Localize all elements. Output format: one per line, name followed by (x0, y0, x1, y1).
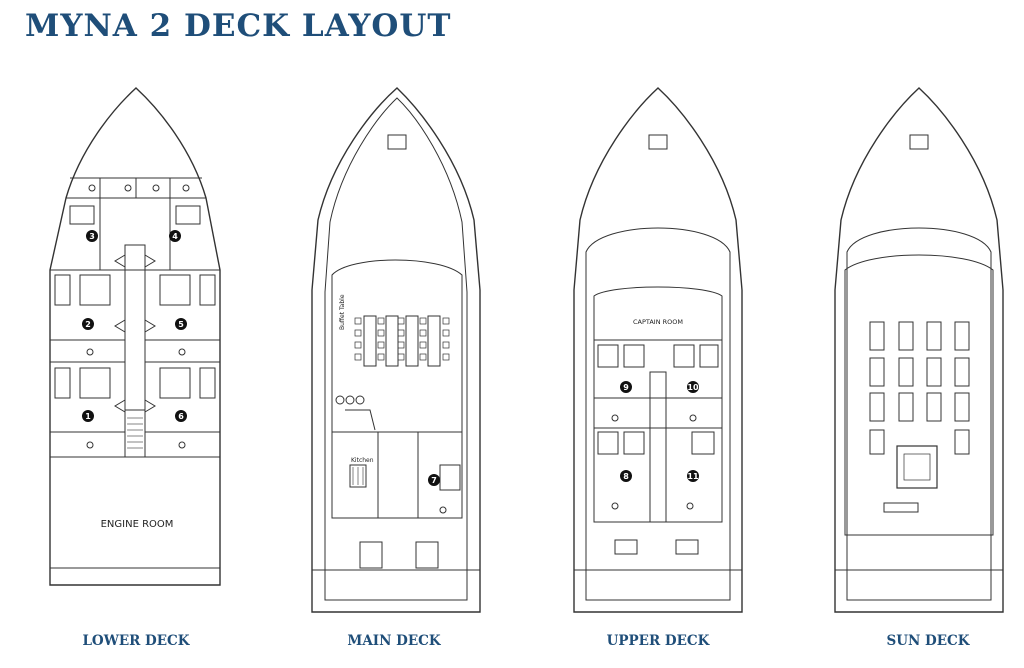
sun-deck-label: SUN DECK (886, 633, 970, 649)
svg-text:3: 3 (89, 232, 95, 241)
lower-deck-plan: 3 4 2 5 1 6 ENGINE ROOM (49, 87, 221, 586)
cabin-badges-upper: 9 10 8 11 (620, 381, 699, 482)
svg-text:9: 9 (623, 383, 629, 392)
engine-room-label: ENGINE ROOM (101, 519, 174, 530)
kitchen-label: Kitchen (351, 457, 374, 464)
main-deck-plan: Buffet Table Kitchen 7 (311, 87, 481, 613)
svg-text:8: 8 (623, 472, 629, 481)
sun-deck-plan (834, 87, 1004, 613)
svg-text:11: 11 (687, 472, 699, 481)
svg-text:10: 10 (687, 383, 699, 392)
buffet-table-label: Buffet Table (339, 294, 346, 330)
svg-text:4: 4 (172, 232, 178, 241)
sun-loungers (869, 321, 970, 455)
svg-text:5: 5 (178, 320, 184, 329)
svg-text:1: 1 (85, 412, 91, 421)
cabin-badge-7: 7 (431, 476, 437, 485)
upper-deck-plan: CAPTAIN ROOM 9 10 8 11 (573, 87, 743, 613)
upper-deck-label: UPPER DECK (606, 633, 710, 649)
lower-deck-label: LOWER DECK (82, 633, 190, 649)
page-title: MYNA 2 DECK LAYOUT (25, 8, 452, 44)
svg-text:2: 2 (85, 320, 91, 329)
captain-room-label: CAPTAIN ROOM (633, 318, 683, 326)
svg-text:6: 6 (178, 412, 184, 421)
main-deck-label: MAIN DECK (347, 633, 441, 649)
cabin-badges-lower: 3 4 2 5 1 6 (82, 230, 187, 422)
